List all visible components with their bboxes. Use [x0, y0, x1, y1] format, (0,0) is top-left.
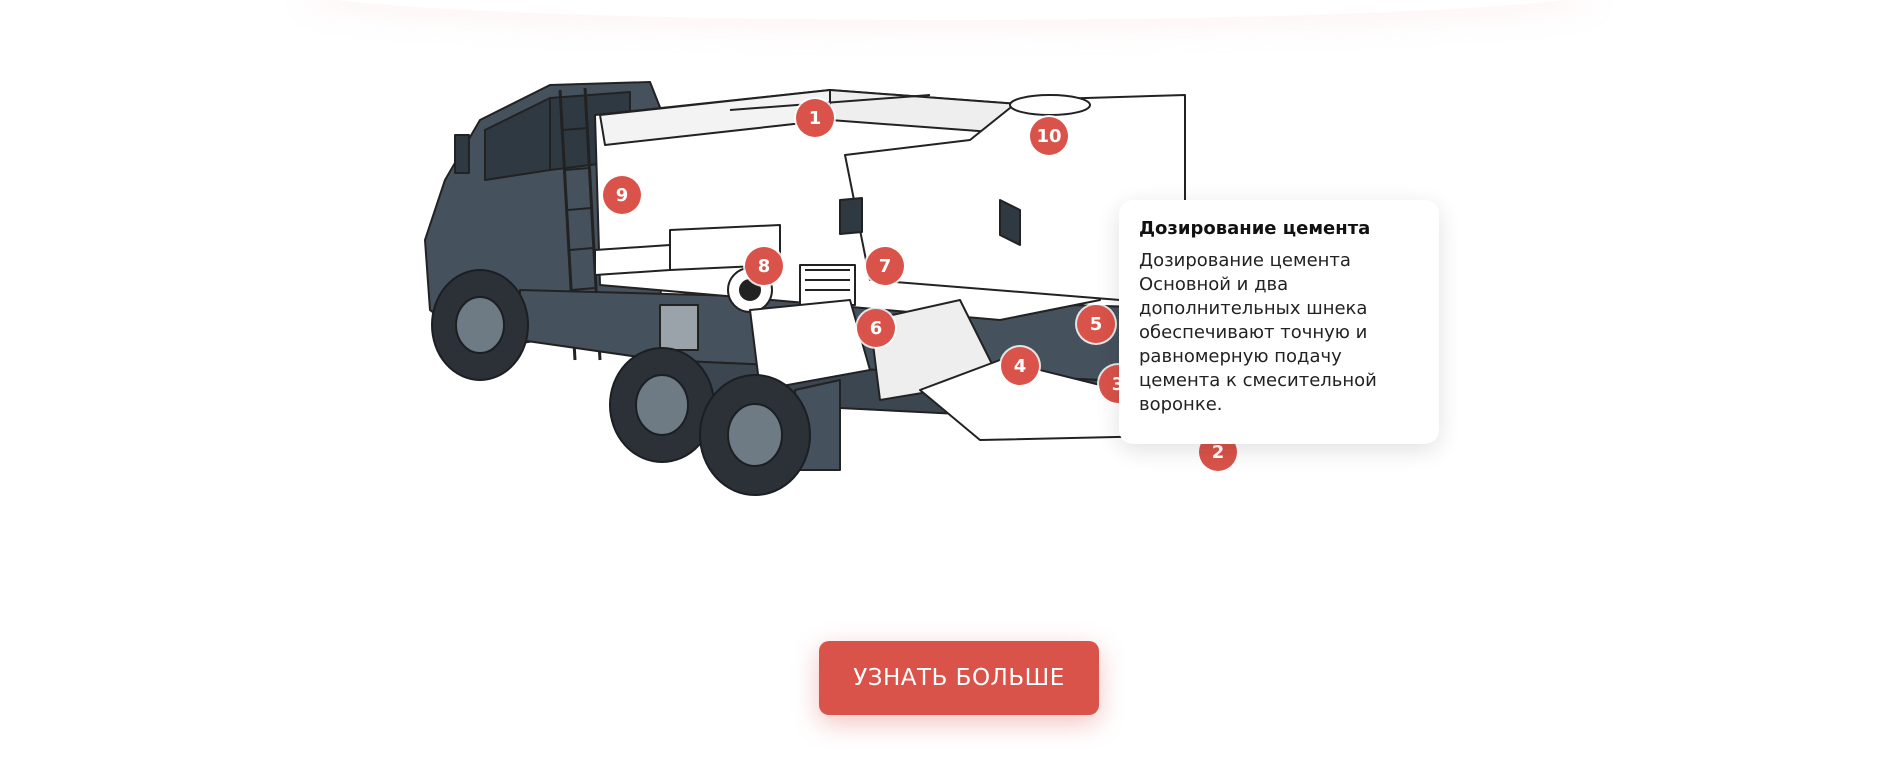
hotspot-9[interactable]: 9 — [603, 176, 641, 214]
hotspot-5[interactable]: 5 — [1077, 305, 1115, 343]
hotspot-6[interactable]: 6 — [857, 309, 895, 347]
tooltip-description: Дозирование цемента Основной и два допол… — [1139, 250, 1377, 415]
hotspot-7[interactable]: 7 — [866, 247, 904, 285]
hotspot-tooltip: Дозирование цемента Дозирование цемента … — [1119, 200, 1439, 444]
hotspot-4[interactable]: 4 — [1001, 347, 1039, 385]
truck-diagram: 1 2 3 4 5 6 7 8 9 10 — [400, 60, 1520, 540]
truck-illustration — [424, 81, 1431, 496]
hotspot-8[interactable]: 8 — [745, 247, 783, 285]
hotspot-1[interactable]: 1 — [796, 99, 834, 137]
tooltip-title: Дозирование цемента — [1139, 218, 1371, 239]
learn-more-button[interactable]: УЗНАТЬ БОЛЬШЕ — [819, 641, 1099, 715]
top-section-shadow — [300, 0, 1600, 20]
hotspot-10[interactable]: 10 — [1030, 117, 1068, 155]
